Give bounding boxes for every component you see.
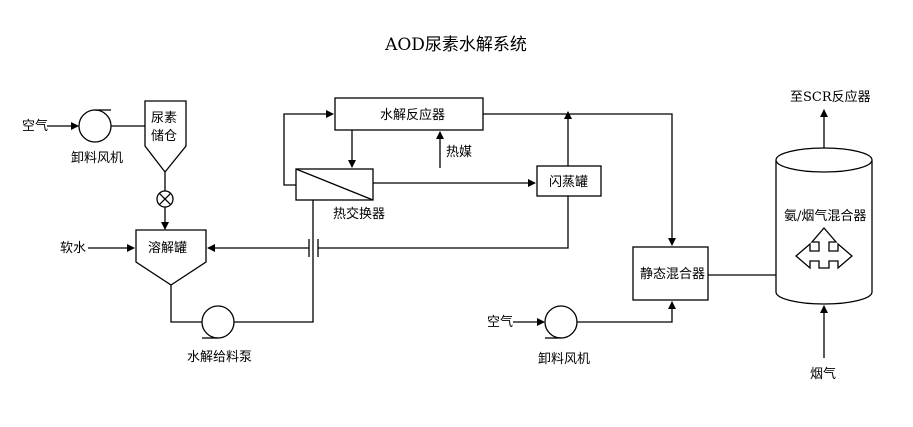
fan-to-mixer-line [577,301,676,323]
static-mixer [632,246,709,301]
hydrolysis-feed-pump [201,305,235,339]
flash-return-line [318,196,569,249]
flue-gas-label: 烟气 [810,366,836,382]
flash-tank-label: 闪蒸罐 [549,175,588,190]
diagram-title: AOD尿素水解系统 [384,35,527,55]
dissolving-tank-label: 溶解罐 [148,241,187,256]
ammonia-flue-gas-mixer-label: 氨/烟气混合器 [784,208,866,224]
heat-exchanger [295,168,374,201]
air-left-label: 空气 [22,118,48,134]
urea-storage-label-2: 储仓 [151,129,177,144]
dissolving-tank [135,229,207,286]
flash-tank [536,165,602,197]
urea-storage-silo [144,100,187,174]
urea-storage-label-1: 尿素 [151,111,177,126]
air-right-label: 空气 [487,314,513,330]
hydrolysis-reactor [334,97,484,131]
hydrolysis-reactor-label: 水解反应器 [380,107,445,123]
static-mixer-label: 静态混合器 [640,267,705,282]
unload-fan-left [78,109,112,143]
pump-to-exchanger-line [234,197,314,323]
pipe-flange [308,239,319,257]
dissolver-to-pump-line [170,285,202,323]
unload-fan-right [544,305,578,339]
to-scr-label: 至SCR反应器 [790,89,871,105]
unload-fan-left-label: 卸料风机 [71,150,123,166]
heat-medium-label: 热媒 [446,145,472,160]
heat-exchanger-label: 热交换器 [333,206,385,222]
ammonia-flue-gas-mixer [775,147,873,305]
reactor-to-mixer-line [483,113,676,246]
hydrolysis-feed-pump-label: 水解给料泵 [187,350,252,365]
rotary-valve [156,190,174,208]
distribution-arrows-icon [795,227,853,270]
unload-fan-right-label: 卸料风机 [538,351,590,367]
soft-water-label: 软水 [60,241,86,256]
exchanger-to-reactor-line [283,110,334,186]
